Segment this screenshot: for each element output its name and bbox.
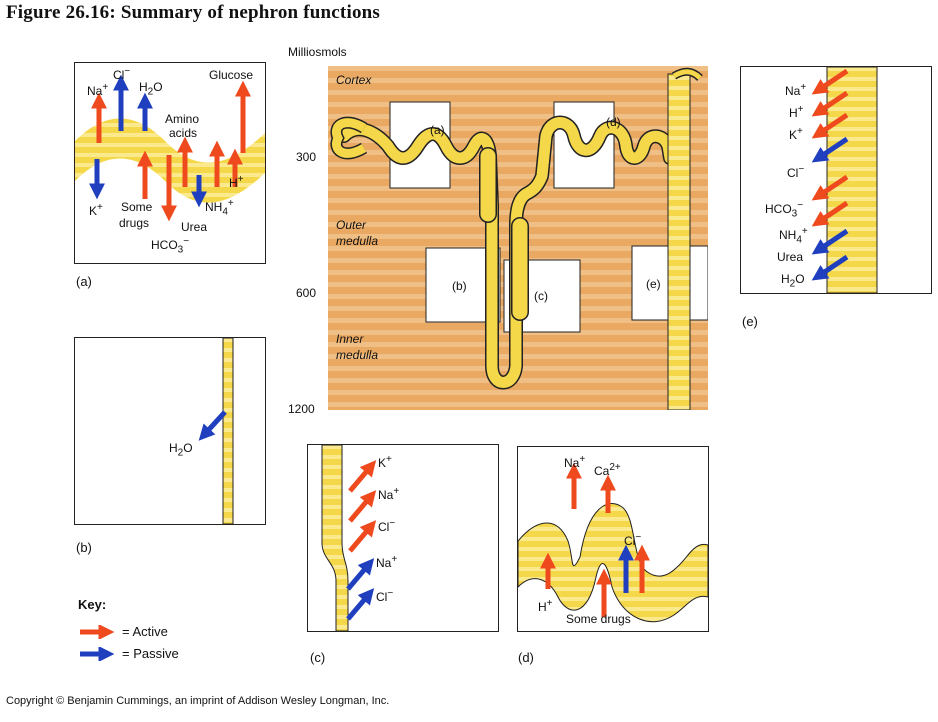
arrow-na-1 [348, 490, 377, 523]
copyright: Copyright © Benjamin Cummings, an imprin… [6, 695, 390, 707]
transport-arrows [539, 462, 651, 617]
label-nh4: NH4+ [779, 226, 808, 246]
label-amino: Amino [165, 112, 200, 126]
label-hco3: HCO3− [765, 200, 804, 220]
inset-label-b: (b) [452, 279, 467, 293]
label-urea: Urea [181, 220, 208, 234]
label-k: K+ [789, 126, 803, 142]
caption-c: (c) [310, 650, 326, 665]
tick-300: 300 [296, 150, 317, 164]
arrow-na [811, 68, 849, 95]
label-h: H+ [229, 174, 244, 190]
inset-label-a: (a) [430, 123, 445, 137]
region-inner-medulla: Inner medulla [336, 332, 379, 362]
arrow-h2o [811, 254, 849, 281]
panel-d-svg [518, 462, 708, 623]
inset-label-e: (e) [646, 277, 661, 291]
label-cl-1: Cl− [378, 518, 396, 534]
transport-arrows [811, 68, 849, 281]
label-acids: acids [169, 126, 198, 140]
label-h: H+ [789, 104, 804, 120]
arrow-k [348, 460, 377, 493]
label-h: H+ [538, 598, 553, 614]
label-cl-2: Cl− [376, 588, 394, 604]
panel-e: Na+ H+ K+ Cl− HCO3− NH4+ Urea H2O [740, 66, 932, 294]
label-na-1: Na+ [378, 486, 400, 502]
label-some-drugs: Some drugs [566, 612, 631, 626]
panel-b: H2O [74, 337, 266, 525]
panel-c-svg [321, 445, 377, 631]
key-active-label: = Active [122, 624, 168, 639]
tubule-wall [321, 445, 349, 631]
key-active-arrow [80, 624, 115, 639]
label-na: Na+ [785, 82, 807, 98]
caption-d: (d) [518, 650, 534, 665]
label-k: K+ [89, 202, 103, 218]
caption-e: (e) [742, 314, 758, 329]
arrow-urea [811, 228, 849, 255]
label-cl: Cl− [624, 532, 642, 548]
transport-arrows [346, 460, 377, 621]
inset-label-c: (c) [534, 289, 548, 303]
tubule [337, 115, 677, 390]
key-active: = Active [78, 624, 168, 639]
label-ca: Ca2+ [594, 462, 621, 478]
label-hco3: HCO3− [151, 236, 190, 256]
panel-a-svg [75, 74, 265, 222]
arrow-cl [811, 136, 849, 163]
label-na-2: Na+ [376, 554, 398, 570]
region-cortex: Cortex [336, 73, 372, 87]
key-passive-label: = Passive [122, 646, 179, 661]
caption-a: (a) [76, 274, 92, 289]
label-some: Some [121, 200, 153, 214]
arrow-k [811, 112, 849, 139]
label-na: Na+ [564, 454, 586, 470]
label-cl: Cl− [787, 164, 805, 180]
arrow-na-2 [346, 558, 375, 591]
tick-600: 600 [296, 286, 317, 300]
panel-a: Na+ Cl− H2O Glucose Amino acids H+ NH4+ … [74, 62, 266, 264]
nephron-svg [328, 66, 709, 411]
figure-title: Figure 26.16: Summary of nephron functio… [6, 2, 381, 23]
label-cl: Cl− [113, 66, 131, 82]
tubule-segment [518, 503, 708, 623]
panel-c: K+ Na+ Cl− Na+ Cl− [307, 444, 499, 632]
caption-b: (b) [76, 540, 92, 555]
label-drugs: drugs [119, 216, 150, 230]
key-passive: = Passive [78, 646, 179, 661]
tick-1200: 1200 [288, 402, 315, 416]
arrow-h2o [198, 410, 227, 441]
region-outer-medulla: Outer medulla [336, 218, 379, 248]
transport-arrows [88, 74, 252, 222]
arrow-nh4 [811, 200, 849, 227]
arrow-cl-1 [348, 520, 377, 553]
label-h2o: H2O [169, 441, 193, 459]
tubule-wall [222, 338, 234, 524]
collecting-duct-wall [826, 67, 878, 293]
panel-e-svg [811, 67, 878, 293]
label-urea: Urea [777, 250, 804, 264]
panel-d: Na+ Ca2+ Cl− H+ Some drugs [517, 446, 709, 632]
label-nh4: NH4+ [205, 198, 234, 218]
key-passive-arrow [80, 646, 115, 661]
inset-label-d: (d) [606, 115, 621, 129]
arrow-cl-2 [346, 588, 375, 621]
label-glucose: Glucose [209, 68, 254, 82]
key-title: Key: [78, 597, 107, 612]
collecting-duct [667, 73, 691, 411]
nephron-diagram: Cortex Outer medulla Inner medulla (a) (… [328, 66, 709, 411]
label-k: K+ [378, 454, 392, 470]
label-h2o: H2O [139, 80, 163, 98]
panel-b-svg [198, 338, 234, 524]
arrow-h [811, 90, 849, 117]
label-h2o: H2O [781, 272, 805, 290]
label-na: Na+ [87, 82, 109, 98]
arrow-hco3 [811, 174, 849, 201]
axis-title: Milliosmols [288, 45, 347, 59]
